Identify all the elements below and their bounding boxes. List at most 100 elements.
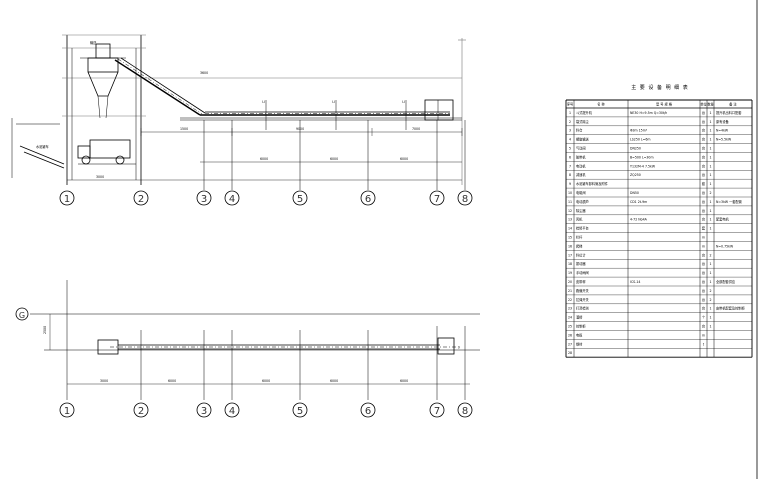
table-cell-qty: 1 <box>709 271 711 275</box>
plan-axis-7: 7 <box>434 406 440 417</box>
table-cell-spec: NE30 H=9.5m Q=30t/h <box>630 111 667 115</box>
table-cell-no: 11 <box>568 200 572 204</box>
elev-axis-4: 4 <box>229 194 235 205</box>
table-cell-spec: DN250 <box>630 147 641 151</box>
table-cell-name: 料位计 <box>576 252 586 257</box>
table-cell-unit: 台 <box>702 297 705 302</box>
table-cell-qty: 1 <box>709 120 711 124</box>
table-header-cell: 备 注 <box>729 102 737 107</box>
cement-truck-drawing <box>77 139 136 165</box>
table-cell-unit: 台 <box>702 146 705 151</box>
table-header-cell: 名 称 <box>597 102 605 107</box>
plan-axis-8: 8 <box>462 406 468 417</box>
table-cell-no: 9 <box>569 182 571 186</box>
table-cell-spec: DN50 <box>630 191 639 195</box>
table-cell-qty: 1 <box>709 307 711 311</box>
table-cell-name: 栏杆 <box>576 235 583 240</box>
table-cell-name: 钢材 <box>576 341 583 346</box>
mid-dim-3: 7000 <box>412 127 420 131</box>
table-header-cell: 序号 <box>567 102 573 107</box>
table-cell-qty: 2 <box>709 253 711 257</box>
table-header-cell: 数量 <box>707 102 714 107</box>
plan-right-tag: 7 <box>458 346 460 350</box>
table-cell-spec: ICS-14 <box>630 280 640 284</box>
table-cell-qty: 1 <box>709 200 711 204</box>
elev-axis-8: 8 <box>462 194 468 205</box>
table-cell-qty: 1 <box>709 155 711 159</box>
bot-dim-4: 6000 <box>400 157 408 161</box>
equip-label: 输送 <box>90 40 97 45</box>
table-cell-no: 18 <box>568 262 572 266</box>
table-cell-no: 24 <box>568 316 572 320</box>
table-cell-unit: 个 <box>702 316 706 320</box>
table-cell-no: 10 <box>568 191 572 195</box>
elev-axis-3: 3 <box>201 194 207 205</box>
table-cell-name: 爬梯 <box>576 243 583 248</box>
table-cell-no: 14 <box>568 227 572 231</box>
table-cell-name: 打滑检测 <box>576 306 589 311</box>
table-cell-unit: m <box>702 244 705 248</box>
table-cell-unit: 台 <box>702 217 705 222</box>
table-cell-note: N=4kW <box>716 129 729 133</box>
elev-axis-2: 2 <box>138 194 144 205</box>
table-cell-spec: B=500 L=30m <box>630 155 654 159</box>
table-cell-unit: 台 <box>702 199 705 204</box>
table-cell-qty: 1 <box>709 325 711 329</box>
elev-axis-7: 7 <box>434 194 440 205</box>
bot-dim-3: 6000 <box>330 157 338 161</box>
table-cell-qty: 1 <box>709 173 711 177</box>
table-cell-qty: 1 <box>709 218 711 222</box>
table-cell-name: 电磁阀 <box>576 190 586 195</box>
table-cell-qty: 2 <box>709 298 711 302</box>
table-cell-name: 水泥罐车卸料管及附件 <box>576 181 609 186</box>
table-cell-no: 7 <box>569 164 571 168</box>
table-cell-unit: m <box>702 236 705 240</box>
table-cell-no: 23 <box>568 307 572 311</box>
plan-axis-6: 6 <box>365 406 371 417</box>
section-label-3: I-I <box>402 100 405 104</box>
table-cell-no: 12 <box>568 209 572 213</box>
table-cell-name: 跑偏开关 <box>576 288 590 293</box>
table-cell-unit: 台 <box>702 324 705 329</box>
table-cell-unit: 台 <box>702 119 705 124</box>
plan-left-dim: 2500 <box>43 326 47 334</box>
section-label-2: I-I <box>332 100 335 104</box>
plan-view: 2500 7 3000 6000 6000 6000 6000 G 1 2 3 … <box>15 280 480 418</box>
table-cell-name: 电缆 <box>576 332 583 337</box>
section-label-1: I-I <box>262 100 265 104</box>
table-cell-no: 2 <box>569 120 571 124</box>
table-cell-no: 21 <box>568 289 572 293</box>
bot-dim-1: 3000 <box>96 175 104 179</box>
table-cell-unit: 台 <box>702 279 705 284</box>
table-cell-name: 料仓 <box>576 128 583 133</box>
table-cell-spec: LS250 L=6m <box>630 138 650 142</box>
table-cell-spec: Φ3m 15m³ <box>630 129 648 133</box>
table-cell-no: 17 <box>568 253 572 257</box>
table-cell-name: 振动器 <box>576 261 586 266</box>
table-cell-unit: 套 <box>702 226 706 231</box>
table-cell-unit: 台 <box>702 306 705 311</box>
table-header-cell: 单位 <box>700 102 707 107</box>
table-cell-unit: t <box>703 342 705 346</box>
plan-axis-2: 2 <box>138 406 144 417</box>
table-cell-spec: Y132M-4 7.5kW <box>630 164 656 168</box>
elevation-view: 水泥罐车 I-I I-I I-I 3600 输送 1500 9000 7000 <box>11 34 473 206</box>
plan-axis-4: 4 <box>229 406 235 417</box>
table-cell-name: 袋式除尘 <box>576 119 590 124</box>
table-cell-spec: CD1 2t-9m <box>630 200 647 204</box>
table-cell-unit: 台 <box>702 252 705 257</box>
table-cell-unit: 台 <box>702 172 705 177</box>
table-cell-name: 电动机 <box>576 163 586 168</box>
table-cell-no: 1 <box>569 111 571 115</box>
table-cell-no: 25 <box>568 325 572 329</box>
table-cell-qty: 1 <box>709 111 711 115</box>
table-cell-note: N=3kW 一套配置 <box>716 199 742 204</box>
table-cell-unit: 套 <box>702 181 706 186</box>
table-cell-unit: 台 <box>702 110 705 115</box>
table-cell-name: 螺旋输送 <box>576 137 590 142</box>
table-cell-unit: 台 <box>702 208 705 213</box>
table-cell-no: 27 <box>568 342 572 346</box>
table-cell-name: 减速机 <box>576 172 586 177</box>
table-header-cell: 型 号 规 格 <box>656 102 673 107</box>
